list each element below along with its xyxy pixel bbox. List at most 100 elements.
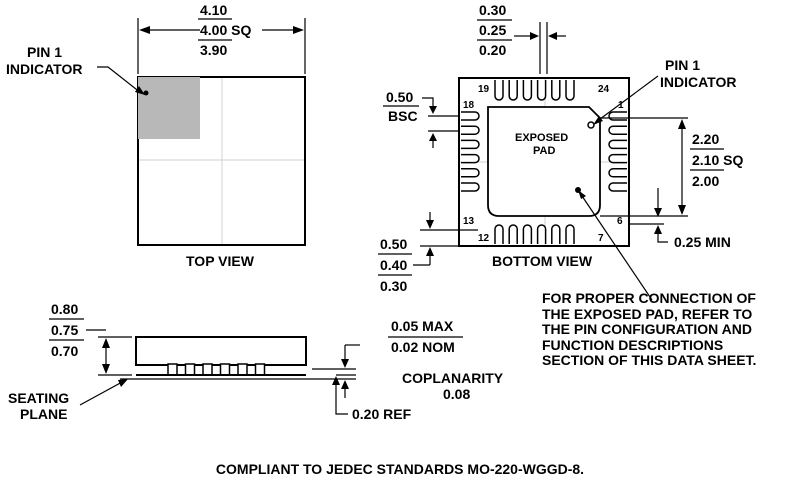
pad	[608, 139, 627, 150]
top-view-pin1-leader	[97, 66, 142, 94]
pad-size-arrow-bottom	[678, 205, 686, 215]
left-column-pads	[461, 111, 480, 192]
height-arrow-top	[102, 338, 110, 348]
bottom-view: EXPOSED PAD 19 24 18 1 13 6 12 7 0.30 0.…	[378, 2, 756, 368]
pad	[565, 224, 575, 244]
pad	[508, 224, 518, 244]
top-view-width-min: 3.90	[200, 42, 227, 58]
seating-plane-label-line1: SEATING	[8, 390, 69, 406]
pitch-value: 0.50	[386, 89, 413, 105]
top-view-pin1-arrow	[135, 86, 145, 95]
note-leader	[579, 192, 653, 301]
pad	[461, 125, 480, 135]
top-row-pads	[494, 80, 575, 101]
top-view-pin1-label-line2: INDICATOR	[6, 61, 82, 77]
bottom-view-caption: BOTTOM VIEW	[492, 253, 593, 269]
side-lead	[202, 363, 213, 376]
top-view-pin1-shading	[138, 77, 200, 139]
ref-arrow	[332, 376, 340, 385]
pad-width-nom: 0.25	[479, 22, 506, 38]
standoff-max: 0.05 MAX	[391, 318, 454, 334]
pin-number-12: 12	[478, 233, 490, 244]
top-view: 4.10 4.00 SQ 3.90 PIN 1 INDICATOR TOP VI…	[6, 2, 306, 269]
lead-length-arrow-top	[426, 220, 434, 229]
pad	[522, 224, 533, 244]
pad-width-max: 0.30	[479, 2, 506, 18]
bottom-row-pads	[494, 224, 575, 244]
pad	[551, 224, 561, 244]
ref-thickness: 0.20 REF	[352, 406, 412, 422]
pad	[565, 80, 575, 101]
top-view-caption: TOP VIEW	[186, 253, 255, 269]
note-line-4: FUNCTION DESCRIPTIONS	[542, 337, 723, 353]
pad	[551, 80, 561, 101]
pitch-leader	[422, 97, 434, 108]
bottom-view-pin1-label-line1: PIN 1	[665, 57, 700, 73]
standoff-arrow-bottom	[341, 380, 349, 389]
lead-length-arrow-bottom	[426, 247, 434, 256]
bottom-view-pin1-label-line2: INDICATOR	[660, 74, 736, 90]
pad-size-arrow-top	[678, 119, 686, 129]
pin-number-19: 19	[478, 84, 490, 95]
height-max: 0.80	[51, 301, 78, 317]
exposed-pad-label-line1: EXPOSED	[515, 132, 568, 144]
note-line-5: SECTION OF THIS DATA SHEET.	[542, 352, 756, 368]
pad-width-arrow-left	[530, 32, 539, 40]
side-view: 0.80 0.75 0.70 SEATING PLANE 0.05 MAX 0.…	[8, 301, 504, 422]
seating-plane-arrow	[118, 379, 128, 387]
side-view-body	[135, 336, 307, 366]
top-view-width-nom: 4.00 SQ	[200, 22, 251, 38]
side-lead	[237, 363, 248, 376]
seating-plane-label-line2: PLANE	[20, 406, 67, 422]
pin-number-6: 6	[617, 216, 623, 227]
height-arrow-bottom	[102, 364, 110, 374]
note-line-2: THE EXPOSED PAD, REFER TO	[542, 306, 752, 322]
top-view-arrow-right	[293, 26, 304, 34]
note-line-3: THE PIN CONFIGURATION AND	[542, 321, 752, 337]
side-view-leads	[167, 363, 266, 376]
compliance-note: COMPLIANT TO JEDEC STANDARDS MO-220-WGGD…	[216, 461, 584, 477]
side-lead	[184, 363, 196, 376]
top-view-width-max: 4.10	[200, 2, 227, 18]
pad	[461, 168, 480, 178]
side-lead	[254, 363, 266, 376]
pin-number-13: 13	[463, 216, 475, 227]
pad-size-min: 2.00	[692, 173, 719, 189]
pin-number-7: 7	[598, 233, 604, 244]
pitch-unit: BSC	[388, 108, 418, 124]
lead-length-min: 0.30	[380, 278, 407, 294]
height-min: 0.70	[51, 343, 78, 359]
top-view-arrow-left	[139, 26, 150, 34]
pad	[461, 111, 480, 121]
note-line-1: FOR PROPER CONNECTION OF	[542, 290, 756, 306]
lead-length-nom: 0.40	[380, 257, 407, 273]
pad-width-min: 0.20	[479, 42, 506, 58]
pin-number-18: 18	[463, 100, 475, 111]
pitch-arrow-bottom	[429, 133, 437, 141]
standoff-arrow-top	[341, 359, 349, 368]
clearance-leader-bottom	[657, 232, 668, 243]
coplanarity-value: 0.08	[443, 386, 470, 402]
pad-width-arrow-right	[548, 32, 557, 40]
height-nom: 0.75	[51, 322, 78, 338]
pad	[461, 153, 480, 164]
pin-number-24: 24	[598, 84, 610, 95]
pad-size-max: 2.20	[692, 131, 719, 147]
clearance-arrow-bottom	[654, 225, 662, 234]
pad	[608, 125, 627, 135]
seating-plane-leader	[79, 380, 125, 406]
pad-clearance: 0.25 MIN	[674, 234, 731, 250]
coplanarity-label: COPLANARITY	[402, 370, 504, 386]
pad	[608, 153, 627, 164]
side-lead	[167, 363, 178, 376]
pad	[461, 139, 480, 150]
pad-size-nom: 2.10 SQ	[692, 152, 743, 168]
bottom-view-pin1-leader	[595, 75, 659, 123]
pad	[536, 224, 547, 244]
clearance-arrow-top	[654, 208, 662, 217]
exposed-pad	[487, 106, 601, 217]
pin-number-1: 1	[618, 100, 624, 111]
top-view-pin1-dot	[143, 90, 149, 96]
standoff-nom: 0.02 NOM	[391, 339, 455, 355]
